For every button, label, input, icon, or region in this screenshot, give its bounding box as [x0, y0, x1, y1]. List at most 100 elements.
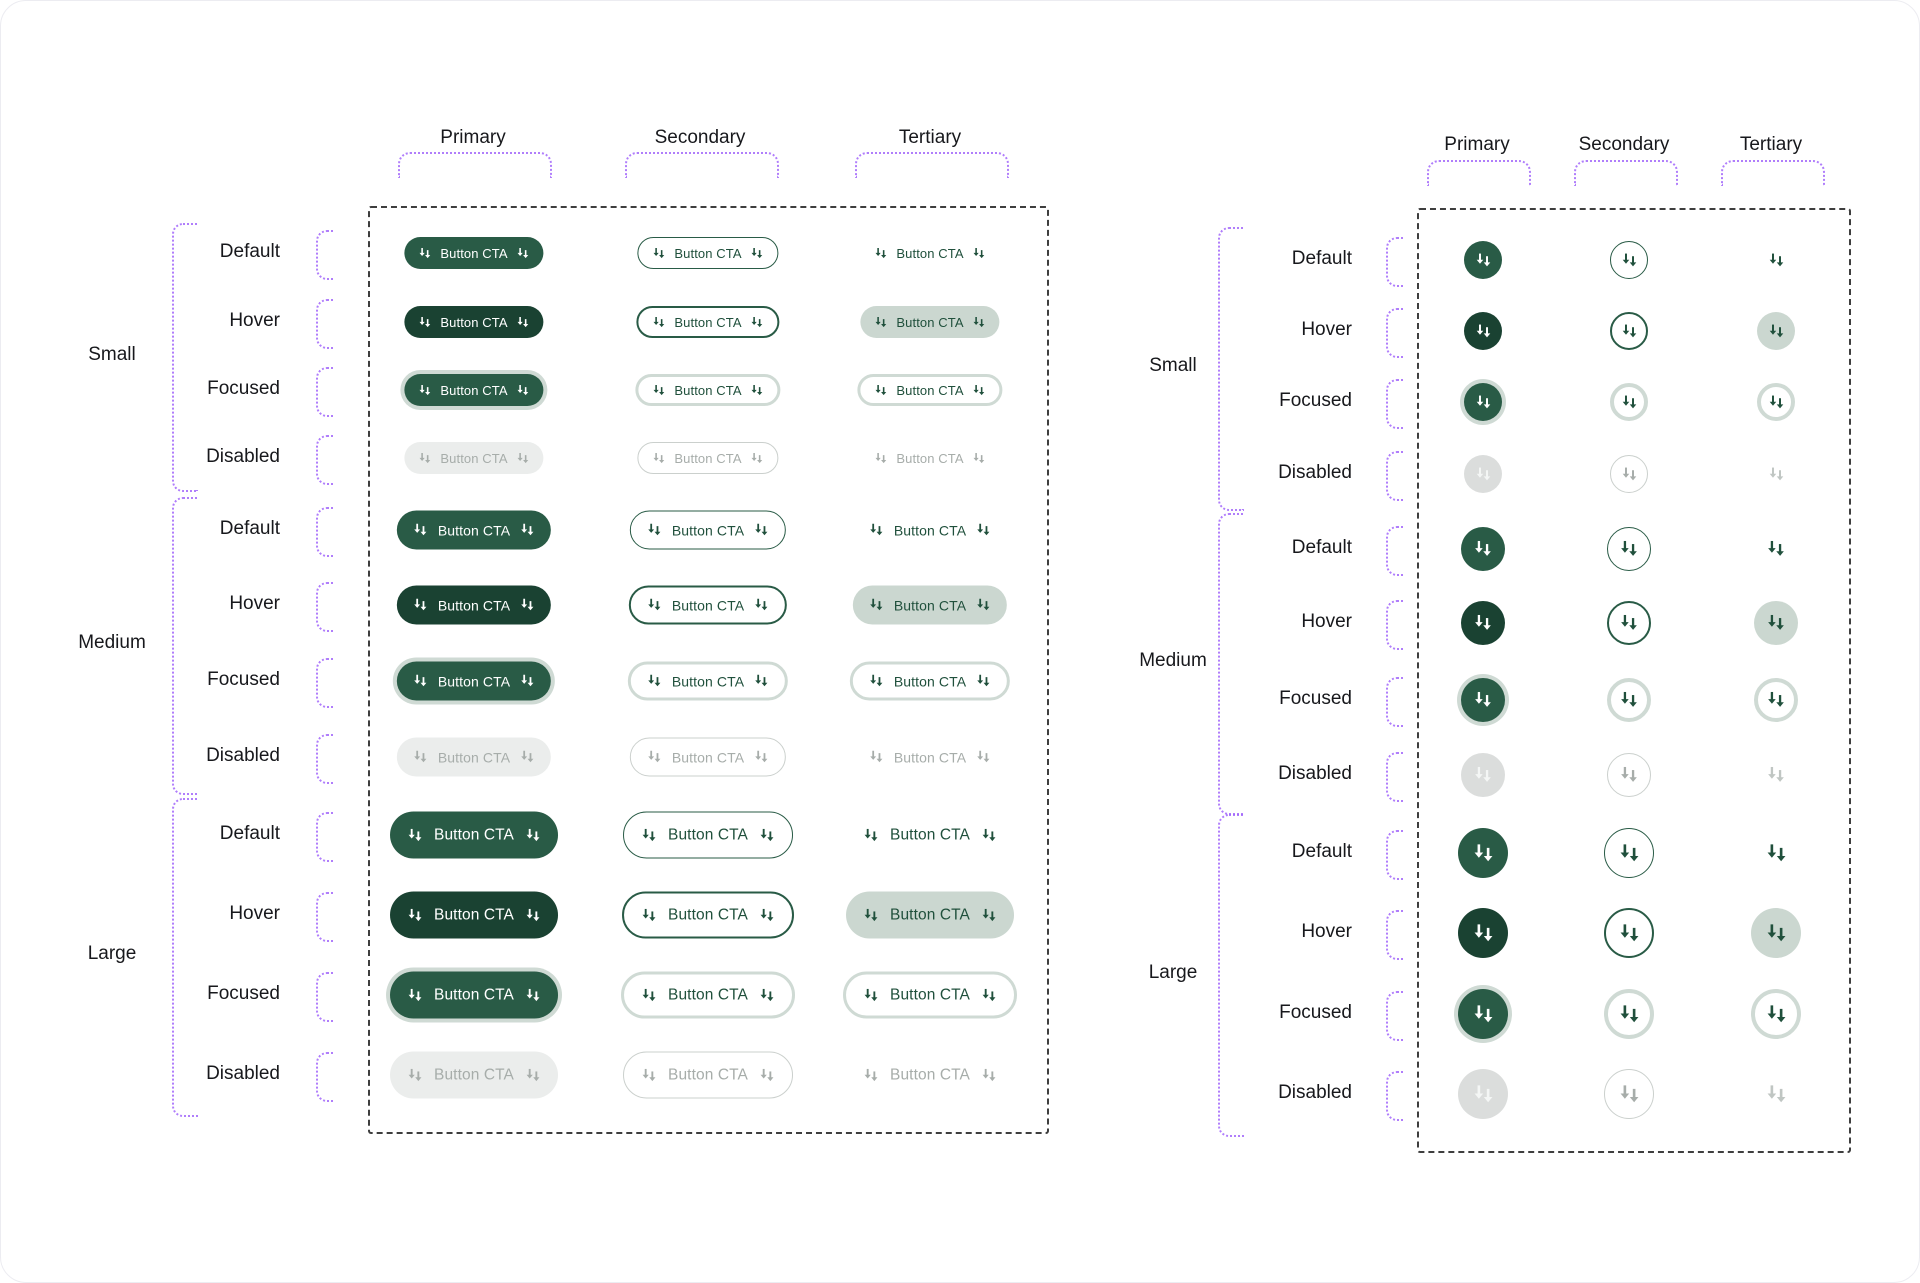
- state-bracket: [316, 734, 334, 784]
- button-label: Button CTA: [434, 826, 514, 843]
- icon-buttons-frame: [1417, 208, 1851, 1153]
- button-label: Button CTA: [434, 906, 514, 923]
- state-bracket: [1386, 677, 1404, 727]
- double-down-arrow-icon: [760, 908, 774, 921]
- primary-default-large-label-button[interactable]: Button CTA: [390, 811, 558, 859]
- state-label-default: Default: [219, 241, 280, 263]
- secondary-focused-medium-icon-button[interactable]: [1607, 678, 1651, 722]
- double-down-arrow-icon: [648, 750, 661, 763]
- primary-focused-large-label-button[interactable]: Button CTA: [390, 971, 558, 1019]
- tertiary-default-small-icon-button[interactable]: [1757, 241, 1795, 279]
- primary-hover-medium-icon-button[interactable]: [1461, 601, 1505, 645]
- primary-hover-small-label-button[interactable]: Button CTA: [404, 306, 544, 338]
- primary-disabled-medium-icon-button: [1461, 753, 1505, 797]
- double-down-arrow-icon: [751, 316, 763, 327]
- tertiary-default-large-icon-button[interactable]: [1751, 828, 1801, 878]
- secondary-default-medium-icon-button[interactable]: [1607, 527, 1651, 571]
- secondary-hover-small-label-button[interactable]: Button CTA: [636, 306, 780, 338]
- double-down-arrow-icon: [642, 988, 656, 1001]
- tertiary-hover-large-icon-button[interactable]: [1751, 908, 1801, 958]
- secondary-focused-large-label-button[interactable]: Button CTA: [621, 971, 795, 1019]
- secondary-hover-medium-label-button[interactable]: Button CTA: [628, 585, 788, 625]
- double-down-arrow-icon: [526, 1068, 540, 1081]
- secondary-default-small-icon-button[interactable]: [1610, 241, 1648, 279]
- size-label-small: Small: [88, 343, 136, 365]
- tertiary-hover-small-icon-button[interactable]: [1757, 312, 1795, 350]
- size-group-bracket: [172, 496, 198, 795]
- primary-default-medium-label-button[interactable]: Button CTA: [396, 510, 552, 550]
- state-bracket: [1386, 237, 1404, 287]
- double-down-arrow-icon: [517, 452, 529, 463]
- tertiary-hover-medium-icon-button[interactable]: [1754, 601, 1798, 645]
- secondary-focused-small-icon-button[interactable]: [1610, 383, 1648, 421]
- double-down-arrow-icon: [653, 384, 665, 395]
- secondary-focused-small-label-button[interactable]: Button CTA: [635, 374, 781, 406]
- tertiary-focused-small-label-button[interactable]: Button CTA: [857, 374, 1003, 406]
- tertiary-default-large-label-button[interactable]: Button CTA: [846, 812, 1014, 859]
- state-bracket: [316, 507, 334, 557]
- column-header-primary: Primary: [1444, 134, 1510, 155]
- column-header-tertiary: Tertiary: [898, 127, 962, 148]
- secondary-hover-medium-icon-button[interactable]: [1607, 601, 1651, 645]
- primary-focused-small-label-button[interactable]: Button CTA: [404, 374, 544, 406]
- button-label: Button CTA: [440, 314, 508, 330]
- tertiary-focused-medium-icon-button[interactable]: [1754, 678, 1798, 722]
- secondary-disabled-medium-label-button: Button CTA: [629, 737, 787, 777]
- tertiary-hover-small-label-button[interactable]: Button CTA: [860, 306, 1000, 338]
- primary-default-large-icon-button[interactable]: [1458, 828, 1508, 878]
- double-down-arrow-icon: [755, 750, 768, 763]
- double-down-arrow-icon: [982, 1068, 996, 1081]
- primary-disabled-medium-label-button: Button CTA: [396, 737, 552, 777]
- double-down-arrow-icon: [864, 1068, 878, 1081]
- button-label: Button CTA: [668, 1066, 748, 1083]
- tertiary-disabled-large-label-button: Button CTA: [846, 1052, 1014, 1099]
- button-label: Button CTA: [893, 522, 967, 538]
- primary-hover-large-label-button[interactable]: Button CTA: [390, 891, 558, 939]
- tertiary-default-medium-icon-button[interactable]: [1754, 527, 1798, 571]
- secondary-hover-large-label-button[interactable]: Button CTA: [622, 891, 794, 939]
- primary-hover-small-icon-button[interactable]: [1464, 312, 1502, 350]
- secondary-hover-large-icon-button[interactable]: [1604, 908, 1654, 958]
- primary-focused-medium-icon-button[interactable]: [1461, 678, 1505, 722]
- primary-focused-small-icon-button[interactable]: [1464, 383, 1502, 421]
- double-down-arrow-icon: [526, 828, 540, 841]
- primary-hover-medium-label-button[interactable]: Button CTA: [396, 585, 552, 625]
- secondary-focused-large-icon-button[interactable]: [1604, 989, 1654, 1039]
- primary-default-medium-icon-button[interactable]: [1461, 527, 1505, 571]
- tertiary-default-small-label-button[interactable]: Button CTA: [860, 237, 999, 269]
- double-down-arrow-icon: [526, 908, 540, 921]
- primary-focused-medium-label-button[interactable]: Button CTA: [396, 661, 552, 701]
- state-label-hover: Hover: [1301, 921, 1352, 943]
- double-down-arrow-icon: [1769, 324, 1783, 337]
- state-bracket: [316, 1052, 334, 1102]
- secondary-default-large-icon-button[interactable]: [1604, 828, 1654, 878]
- secondary-default-large-label-button[interactable]: Button CTA: [623, 811, 793, 859]
- tertiary-focused-small-icon-button[interactable]: [1757, 383, 1795, 421]
- primary-default-small-icon-button[interactable]: [1464, 241, 1502, 279]
- button-label: Button CTA: [890, 986, 970, 1003]
- tertiary-focused-large-icon-button[interactable]: [1751, 989, 1801, 1039]
- tertiary-default-medium-label-button[interactable]: Button CTA: [853, 511, 1007, 550]
- tertiary-hover-large-label-button[interactable]: Button CTA: [846, 891, 1014, 939]
- secondary-default-medium-label-button[interactable]: Button CTA: [629, 510, 787, 550]
- secondary-focused-medium-label-button[interactable]: Button CTA: [627, 661, 789, 701]
- size-group-bracket: [1218, 814, 1244, 1137]
- primary-default-small-label-button[interactable]: Button CTA: [404, 237, 544, 269]
- double-down-arrow-icon: [521, 674, 534, 687]
- primary-hover-large-icon-button[interactable]: [1458, 908, 1508, 958]
- button-label: Button CTA: [674, 382, 742, 398]
- state-bracket: [1386, 991, 1404, 1041]
- tertiary-focused-large-label-button[interactable]: Button CTA: [843, 971, 1017, 1019]
- secondary-default-small-label-button[interactable]: Button CTA: [637, 237, 779, 269]
- state-bracket: [1386, 526, 1404, 576]
- double-down-arrow-icon: [1474, 1004, 1492, 1022]
- tertiary-hover-medium-label-button[interactable]: Button CTA: [852, 585, 1008, 625]
- label-buttons-frame: [368, 206, 1049, 1134]
- primary-focused-large-icon-button[interactable]: [1458, 989, 1508, 1039]
- secondary-hover-small-icon-button[interactable]: [1610, 312, 1648, 350]
- state-bracket: [316, 972, 334, 1022]
- double-down-arrow-icon: [1475, 540, 1491, 556]
- double-down-arrow-icon: [1622, 253, 1636, 266]
- tertiary-focused-medium-label-button[interactable]: Button CTA: [849, 661, 1011, 701]
- double-down-arrow-icon: [648, 674, 661, 687]
